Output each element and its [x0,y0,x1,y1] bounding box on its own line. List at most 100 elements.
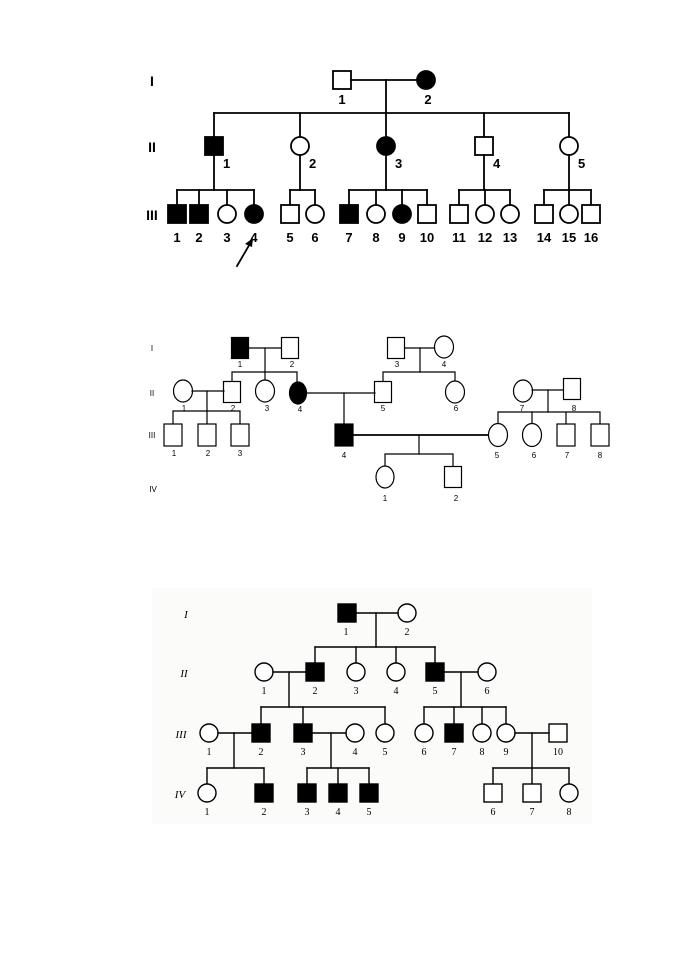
unaffected-female-iii-6 [305,204,325,224]
individual-number-label: 2 [405,627,410,638]
unaffected-male-iii-1 [163,423,183,447]
individual-number-label: 5 [383,747,388,758]
individual-number-label: 3 [305,807,310,818]
affected-female-ii-3 [376,136,396,156]
individual-number-label: 3 [395,360,400,369]
individual-number-label: 9 [398,230,405,245]
individual-number-label: 6 [422,747,427,758]
unaffected-female-iii-6 [414,723,434,743]
unaffected-male-iii-5 [280,204,300,224]
individual-number-label: 3 [395,156,402,171]
unaffected-female-ii-6 [477,662,497,682]
unaffected-male-ii-2 [222,380,242,404]
affected-male-ii-5 [425,662,445,682]
individual-number-label: 2 [454,494,459,503]
unaffected-female-iii-1 [199,723,219,743]
unaffected-male-iv-7 [522,783,542,803]
individual-number-label: 4 [493,156,501,171]
unaffected-female-iii-4 [345,723,365,743]
unaffected-male-ii-8 [562,377,582,401]
individual-number-label: 6 [532,451,537,460]
individual-number-label: 7 [530,807,535,818]
individual-number-label: 1 [383,494,388,503]
unaffected-female-ii-3 [254,379,276,403]
affected-male-iii-2 [189,204,209,224]
individual-number-label: 10 [553,747,563,758]
individual-number-label: 4 [394,686,399,697]
individual-number-label: 2 [290,360,295,369]
individual-number-label: 2 [195,230,202,245]
individual-number-label: 14 [537,230,552,245]
generation-label: IV [174,789,187,801]
unaffected-female-iii-12 [475,204,495,224]
affected-female-ii-4 [288,381,308,405]
affected-male-iii-3 [293,723,313,743]
individual-number-label: 8 [598,451,603,460]
individual-number-label: 2 [424,92,431,107]
unaffected-male-iii-3 [230,423,250,447]
unaffected-female-iii-8 [366,204,386,224]
unaffected-female-iv-8 [559,783,579,803]
unaffected-male-iii-7 [556,423,576,447]
individual-number-label: 5 [495,451,500,460]
affected-male-ii-1 [204,136,224,156]
individual-number-label: 11 [452,230,466,245]
generation-label: III [175,729,188,741]
individual-number-label: 3 [301,747,306,758]
generation-label: II [150,389,154,398]
unaffected-male-ii-5 [373,380,393,404]
individual-number-label: 6 [491,807,496,818]
individual-number-label: 8 [480,747,485,758]
individual-number-label: 1 [338,92,345,107]
individual-number-label: 2 [262,807,267,818]
proband-arrowhead [245,238,253,247]
individual-number-label: 7 [345,230,352,245]
unaffected-female-ii-1 [254,662,274,682]
individual-number-label: 16 [584,230,598,245]
unaffected-male-ii-4 [474,136,494,156]
individual-number-label: 2 [231,404,236,413]
unaffected-female-i-2 [397,603,417,623]
individual-number-label: 1 [182,404,187,413]
affected-male-iii-2 [251,723,271,743]
unaffected-male-iv-2 [443,465,463,489]
individual-number-label: 1 [173,230,180,245]
unaffected-female-ii-3 [346,662,366,682]
individual-number-label: 7 [565,451,570,460]
individual-number-label: 1 [344,627,349,638]
unaffected-female-iii-6 [521,422,543,448]
generation-label: III [149,431,156,440]
individual-number-label: 4 [353,747,358,758]
unaffected-female-ii-2 [290,136,310,156]
generation-label: III [146,207,158,223]
individual-number-label: 2 [309,156,316,171]
affected-male-i-1 [230,336,250,360]
connector-line [382,371,456,382]
individual-number-label: 4 [442,360,447,369]
unaffected-female-iv-1 [375,465,395,489]
individual-number-label: 4 [342,451,347,460]
affected-male-i-1 [337,603,357,623]
affected-male-iii-7 [339,204,359,224]
individual-number-label: 3 [223,230,230,245]
affected-male-iii-4 [334,423,354,447]
affected-male-iii-7 [444,723,464,743]
unaffected-male-iii-11 [449,204,469,224]
individual-number-label: 8 [567,807,572,818]
unaffected-male-iii-8 [590,423,610,447]
affected-male-iv-4 [328,783,348,803]
affected-male-ii-2 [305,662,325,682]
individual-number-label: 5 [381,404,386,413]
individual-number-label: 10 [420,230,434,245]
unaffected-male-i-3 [386,336,406,360]
generation-label: I [151,344,153,353]
individual-number-label: 3 [354,686,359,697]
unaffected-male-i-2 [280,336,300,360]
individual-number-label: 2 [259,747,264,758]
unaffected-female-iii-5 [375,723,395,743]
individual-number-label: 7 [520,404,525,413]
